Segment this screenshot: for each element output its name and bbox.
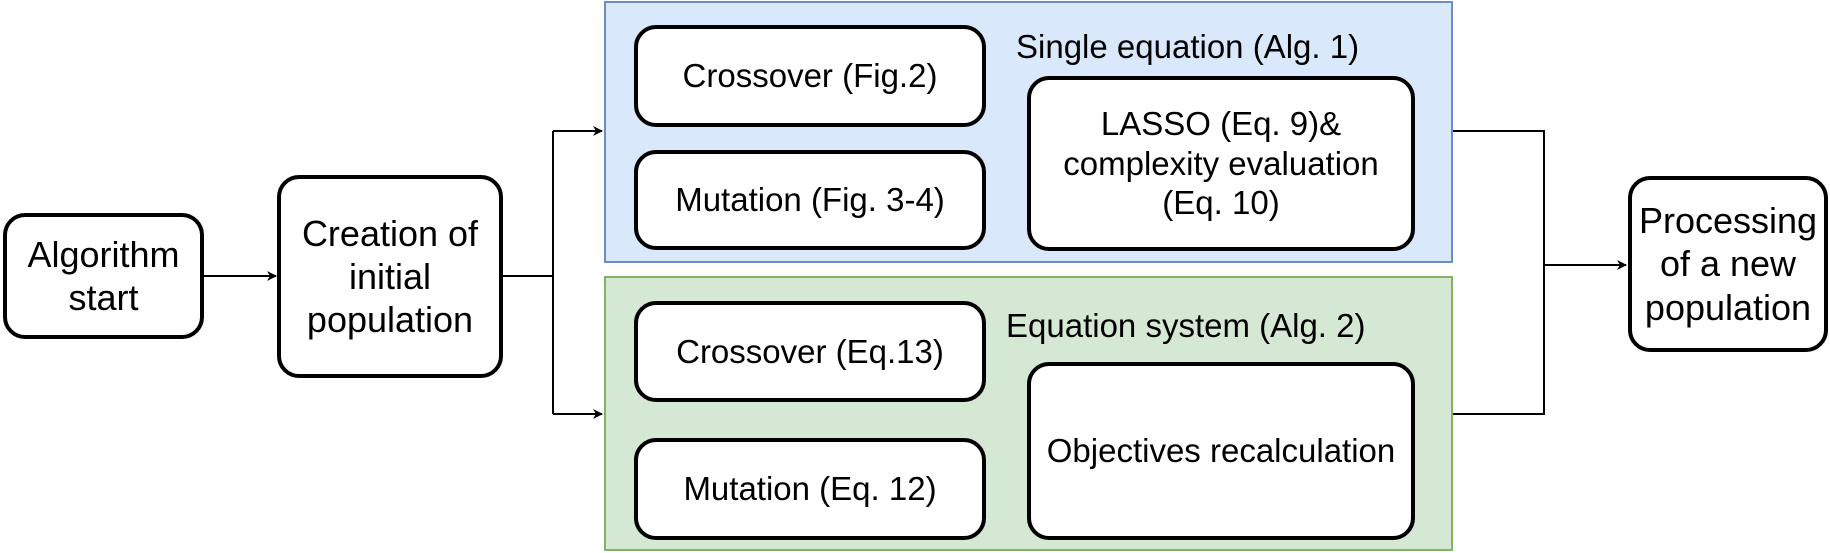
- creation-initial-population-label: Creation of initial population: [301, 212, 479, 341]
- single-equation-crossover-label: Crossover (Fig.2): [682, 57, 938, 95]
- lasso-complexity-evaluation-label: LASSO (Eq. 9)& complexity evaluation (Eq…: [1063, 105, 1379, 222]
- single-equation-mutation-node: Mutation (Fig. 3-4): [634, 150, 986, 250]
- algorithm-start-label: Algorithm start: [27, 233, 180, 318]
- single-equation-title: Single equation (Alg. 1): [1016, 28, 1360, 65]
- algorithm-start-node: Algorithm start: [3, 213, 204, 339]
- processing-new-population-node: Processing of a new population: [1628, 176, 1828, 352]
- objectives-recalculation-node: Objectives recalculation: [1027, 362, 1415, 540]
- processing-new-population-label: Processing of a new population: [1638, 200, 1818, 328]
- equation-system-mutation-label: Mutation (Eq. 12): [683, 470, 937, 508]
- lasso-complexity-evaluation-node: LASSO (Eq. 9)& complexity evaluation (Eq…: [1027, 76, 1415, 251]
- equation-system-mutation-node: Mutation (Eq. 12): [634, 438, 986, 540]
- creation-initial-population-node: Creation of initial population: [277, 175, 503, 378]
- single-equation-crossover-node: Crossover (Fig.2): [634, 25, 986, 127]
- equation-system-crossover-label: Crossover (Eq.13): [676, 332, 944, 370]
- equation-system-title: Equation system (Alg. 2): [1006, 307, 1366, 344]
- connector-creation-to-branch: [503, 131, 554, 414]
- equation-system-crossover-node: Crossover (Eq.13): [634, 301, 986, 402]
- objectives-recalculation-label: Objectives recalculation: [1046, 432, 1396, 470]
- connector-groups-merge: [1453, 130, 1545, 415]
- single-equation-mutation-label: Mutation (Fig. 3-4): [675, 181, 945, 219]
